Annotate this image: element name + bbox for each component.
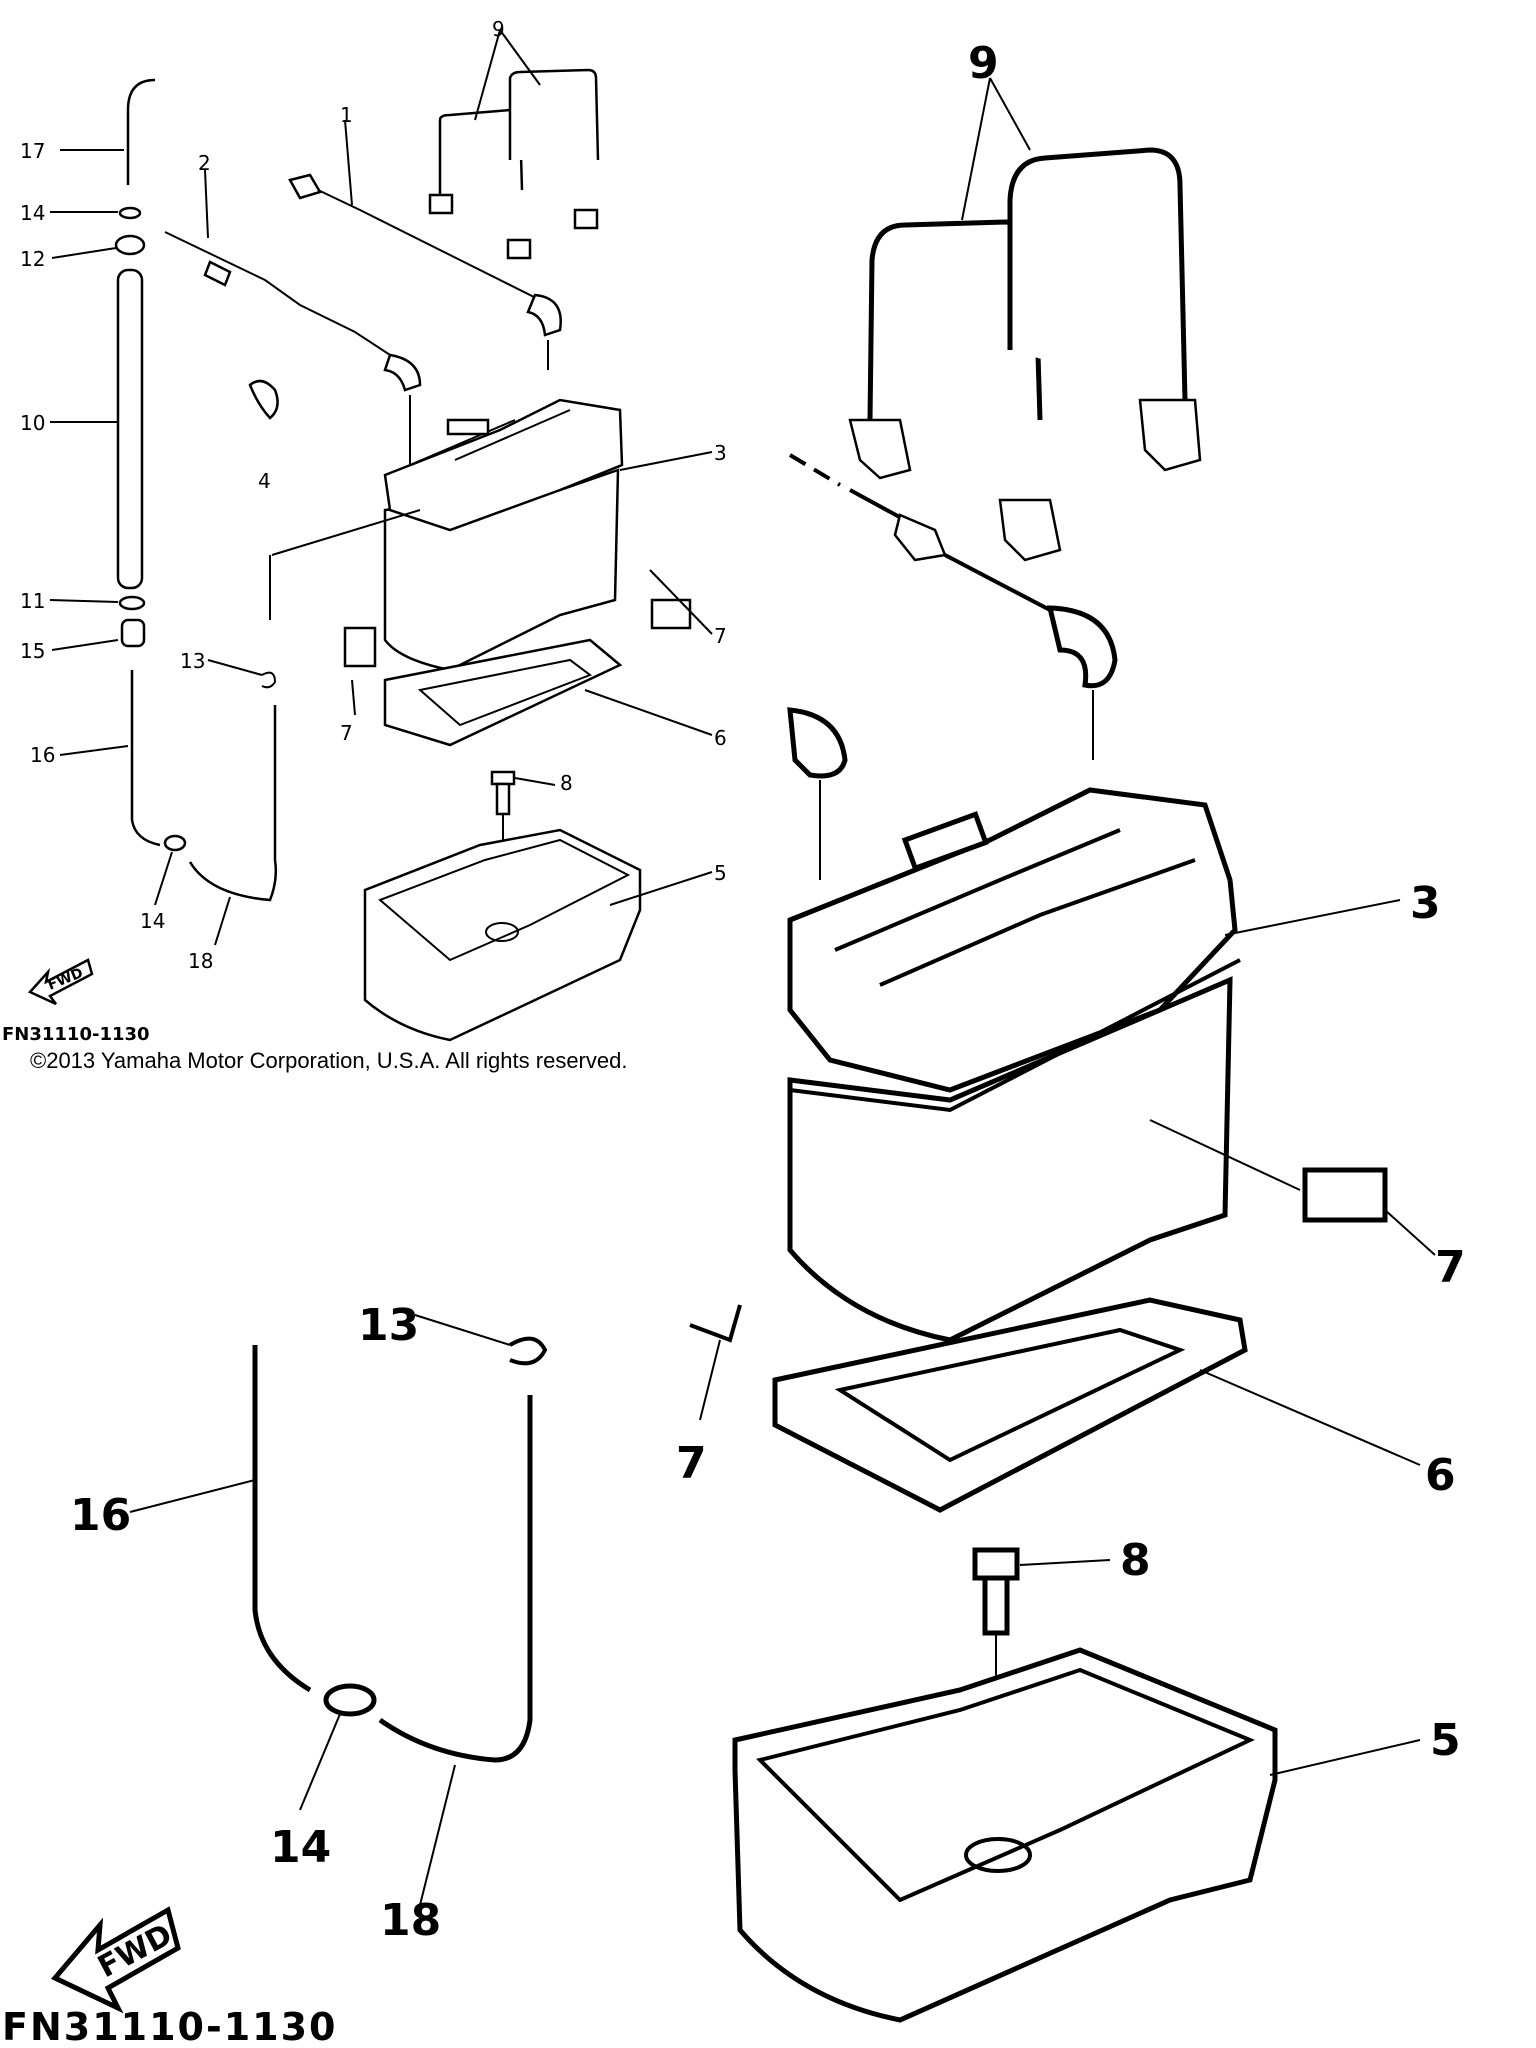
clip-13-detail	[508, 1336, 548, 1366]
clamp-12	[114, 234, 146, 256]
bolt-8-detail-head	[972, 1547, 1020, 1581]
cable-2-terminal	[203, 260, 232, 287]
detail-label-7b: 7	[676, 1438, 707, 1489]
detail-label-6: 6	[1425, 1450, 1456, 1501]
bolt-8-head	[490, 770, 516, 786]
overview-label-7: 7	[714, 624, 727, 648]
detail-label-13: 13	[358, 1300, 419, 1351]
band-9-hook-a	[428, 193, 454, 215]
battery-box-5	[363, 828, 642, 1042]
bolt-8-detail-shank	[982, 1575, 1010, 1636]
lead-cable-1	[317, 189, 541, 301]
battery-3-detail	[787, 787, 1241, 1343]
overview-label-10: 10	[20, 411, 45, 435]
band-9-hook-b	[506, 238, 532, 260]
clip-4	[248, 379, 279, 420]
detail-label-5: 5	[1430, 1715, 1461, 1766]
cable-detail-cap	[1046, 605, 1118, 689]
overview-label-8: 8	[560, 771, 573, 795]
fwd-arrow-large: FWD	[50, 1906, 181, 2014]
band-9-detail-hook-a	[848, 418, 912, 480]
cable-detail-cap-left	[787, 707, 848, 779]
overview-label-16: 16	[30, 743, 55, 767]
hose-16-detail	[252, 1345, 312, 1693]
band-9-detail-hook-b	[998, 498, 1062, 562]
band-9-hook-c	[573, 208, 599, 230]
cover-6-detail	[772, 1297, 1248, 1513]
overview-label-3: 3	[714, 441, 727, 465]
overview-label-11: 11	[20, 589, 45, 613]
overview-label-1: 1	[340, 103, 353, 127]
clip-14	[118, 206, 142, 220]
band-9-b	[508, 68, 600, 161]
bolt-8-shank	[495, 782, 511, 816]
band-9-detail-hook-c	[1138, 398, 1202, 472]
cover-6	[383, 638, 623, 747]
detail-label-7: 7	[1435, 1242, 1466, 1293]
detail-diagram: 3 7 7 6 8 5 9 13 16 14 18 FWD FN31110-11…	[2, 38, 1466, 2048]
overview-label-13: 13	[180, 649, 205, 673]
diagram-code-small: FN31110-1130	[2, 1024, 150, 1045]
overview-label-18: 18	[188, 949, 213, 973]
overview-diagram: FWD 17 14 12 10 11 15 16 14 18 13	[2, 17, 727, 1073]
lead-cable-2	[164, 231, 411, 369]
overview-label-4: 4	[258, 469, 271, 493]
band-9-detail-b	[1007, 147, 1188, 401]
cable-2-cap	[383, 353, 422, 392]
overview-label-2: 2	[198, 151, 211, 175]
hose-17	[126, 78, 156, 185]
overview-label-15: 15	[20, 639, 45, 663]
detail-label-18: 18	[380, 1895, 441, 1946]
clip-11	[118, 595, 146, 611]
fwd-arrow-small: FWD	[27, 958, 94, 1006]
detail-label-8: 8	[1120, 1535, 1151, 1586]
overview-label-14b: 14	[140, 909, 165, 933]
fwd-label-small: FWD	[46, 965, 86, 994]
overview-label-7b: 7	[340, 721, 353, 745]
hose-18-detail	[378, 1395, 533, 1763]
overview-label-17: 17	[20, 139, 45, 163]
overview-label-6: 6	[714, 726, 727, 750]
clip-14-detail	[323, 1683, 377, 1717]
hose-16	[130, 670, 161, 847]
seal-7-detail-left	[689, 1304, 742, 1343]
joint-15	[120, 618, 146, 648]
overview-label-12: 12	[20, 247, 45, 271]
clip-13	[261, 671, 277, 689]
overview-label-9: 9	[492, 17, 505, 41]
clip-14-lower	[163, 834, 187, 852]
detail-label-14: 14	[270, 1822, 331, 1873]
hose-18	[188, 705, 278, 902]
detail-label-3: 3	[1410, 878, 1441, 929]
cable-detail-grommet	[893, 513, 947, 562]
overview-label-14: 14	[20, 201, 45, 225]
detail-label-16: 16	[70, 1490, 131, 1541]
diagram-code-large: FN31110-1130	[2, 2005, 338, 2048]
cable-detail	[849, 488, 906, 522]
lead-cable-1-terminal	[288, 173, 322, 200]
breather-pipe-10	[116, 268, 144, 590]
battery-3	[383, 398, 624, 672]
cable-1-cap	[526, 293, 562, 337]
seal-7-detail-right	[1302, 1167, 1388, 1223]
overview-label-5: 5	[714, 861, 727, 885]
battery-box-5-detail	[732, 1647, 1278, 2023]
copyright-notice: ©2013 Yamaha Motor Corporation, U.S.A. A…	[30, 1048, 627, 1073]
detail-label-9: 9	[968, 38, 999, 89]
seal-7-left	[343, 626, 377, 668]
